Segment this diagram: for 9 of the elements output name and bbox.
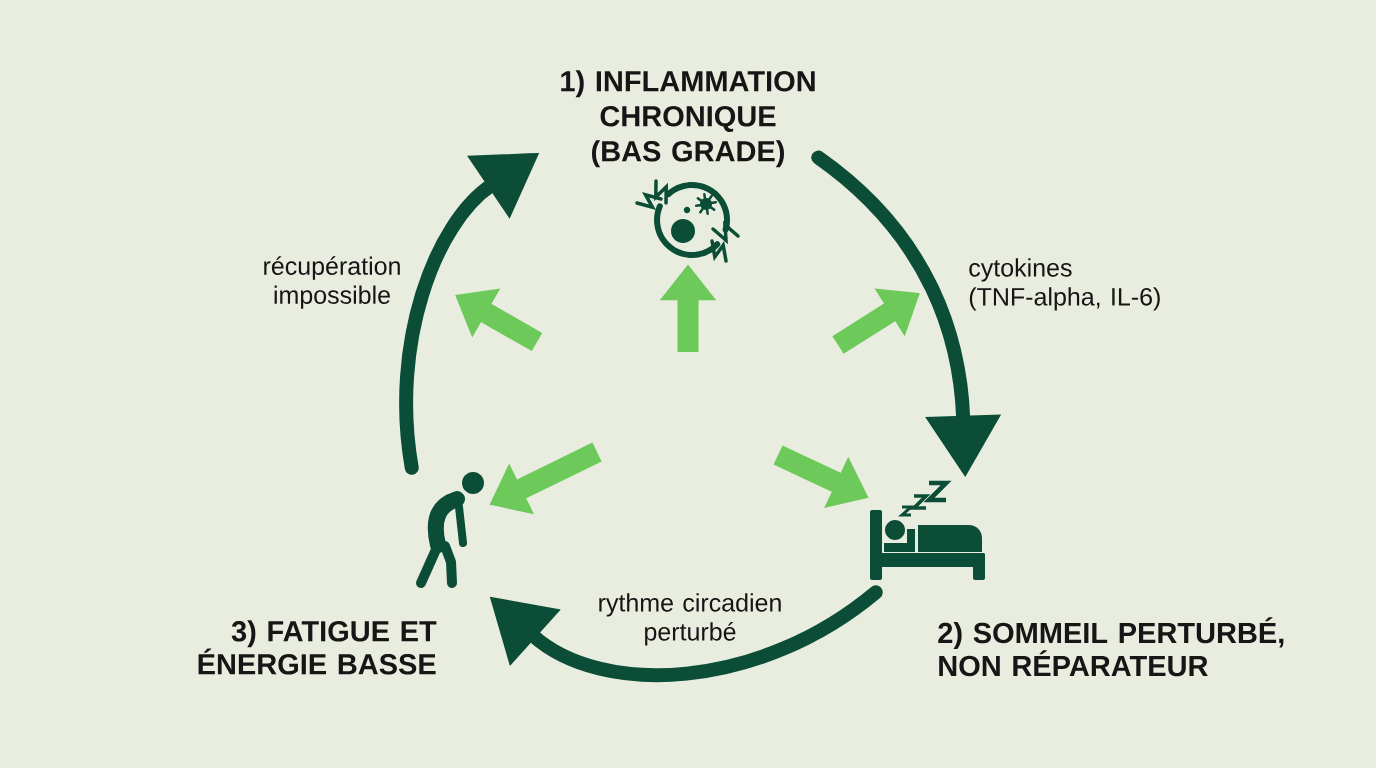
bed-icon <box>870 480 985 580</box>
edge-label: cytokines (TNF-alpha, IL-6) <box>969 258 1160 311</box>
person-icon <box>416 472 484 588</box>
edge-label: récupération impossible <box>264 256 400 309</box>
heading: 3) FATIGUE ET ÉNERGIE BASSE <box>198 620 437 675</box>
cell-icon <box>635 179 740 263</box>
heading: 1) INFLAMMATION CHRONIQUE (BAS GRADE) <box>561 70 815 168</box>
heading: 2) SOMMEIL PERTURBÉ, NON RÉPARATEUR <box>938 617 1284 677</box>
edge-label: rythme circadien perturbé <box>599 593 781 646</box>
